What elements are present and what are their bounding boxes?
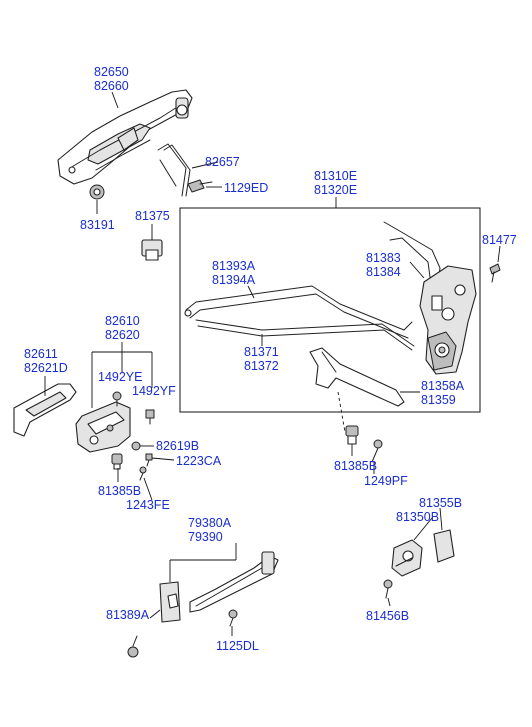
label-79380A: 79380A — [188, 516, 232, 530]
part-labels: 82650 82660 82657 1129ED 83191 81375 813… — [24, 65, 517, 653]
label-79390: 79390 — [188, 530, 223, 544]
outside-handle-assembly — [57, 89, 193, 185]
clip-82619B — [131, 441, 141, 451]
screw-81477 — [489, 263, 501, 283]
label-81320E: 81320E — [314, 183, 357, 197]
leader-lines — [44, 91, 501, 636]
screw-1223CA — [145, 453, 153, 467]
label-81371: 81371 — [244, 345, 279, 359]
label-81389A: 81389A — [106, 608, 150, 622]
label-81385B-lock: 81385B — [334, 459, 377, 473]
screw-1492YF — [145, 409, 155, 425]
label-81310E: 81310E — [314, 169, 357, 183]
screw-1243FE — [139, 466, 147, 481]
shim-81355B — [433, 529, 455, 563]
label-81355B: 81355B — [419, 496, 462, 510]
label-83191: 83191 — [80, 218, 115, 232]
label-1243FE: 1243FE — [126, 498, 170, 512]
bracket-81358A — [309, 347, 405, 407]
clip-81375 — [141, 239, 163, 261]
label-82610: 82610 — [105, 314, 140, 328]
lock-rods-81371 — [195, 319, 415, 351]
label-82620: 82620 — [105, 328, 140, 342]
screw-1492YE — [112, 391, 122, 407]
label-1125DL: 1125DL — [216, 639, 259, 653]
label-81393A: 81393A — [212, 259, 256, 273]
label-81350B: 81350B — [396, 510, 439, 524]
outside-handle-rod — [157, 143, 191, 197]
lock-assembly-box — [179, 207, 481, 413]
lock-rods-81393A — [184, 285, 413, 339]
striker-81350B — [391, 539, 423, 577]
label-1492YF: 1492YF — [132, 384, 176, 398]
label-82660: 82660 — [94, 79, 129, 93]
door-check-79380A — [159, 551, 279, 623]
bolt-1125DL — [228, 609, 238, 627]
label-81456B: 81456B — [366, 609, 409, 623]
door-latch-81310E — [419, 265, 477, 375]
label-81477: 81477 — [482, 233, 517, 247]
label-1249PF: 1249PF — [364, 474, 408, 488]
inside-handle-82610 — [75, 401, 131, 453]
bolt-81385B-handle — [111, 453, 123, 470]
label-81394A: 81394A — [212, 273, 256, 287]
label-1129ED: 1129ED — [224, 181, 268, 195]
label-82657: 82657 — [205, 155, 240, 169]
label-81375: 81375 — [135, 209, 170, 223]
label-82621D: 82621D — [24, 361, 68, 375]
handle-bolt — [89, 184, 105, 200]
inside-handle-bezel-82611 — [13, 383, 77, 437]
label-81359: 81359 — [421, 393, 456, 407]
label-81383: 81383 — [366, 251, 401, 265]
label-81385B-handle: 81385B — [98, 484, 141, 498]
screw-1129ED — [187, 179, 213, 193]
bolt-81389A — [127, 635, 139, 658]
label-82611: 82611 — [24, 347, 58, 361]
label-1223CA: 1223CA — [176, 454, 222, 468]
label-82619B: 82619B — [156, 439, 199, 453]
label-1492YE: 1492YE — [98, 370, 142, 384]
label-81358A: 81358A — [421, 379, 465, 393]
screw-81456B — [383, 579, 393, 599]
screw-1249PF — [371, 439, 383, 463]
label-81372: 81372 — [244, 359, 279, 373]
label-81384: 81384 — [366, 265, 401, 279]
bolt-81385B-lock — [345, 425, 359, 445]
label-82650: 82650 — [94, 65, 129, 79]
